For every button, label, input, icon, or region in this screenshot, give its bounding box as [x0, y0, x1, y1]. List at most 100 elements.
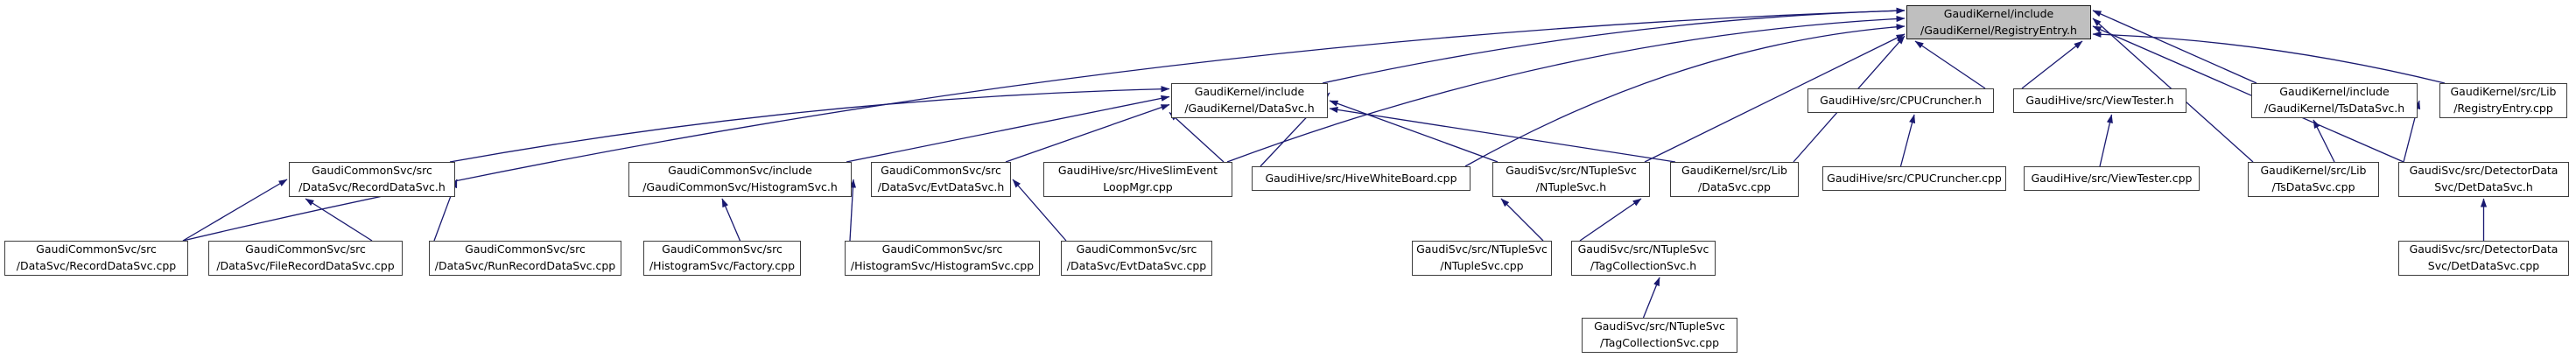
- edge-ntuplesvc_h-to-registryentry_h: [1644, 33, 1906, 163]
- node-label-line: GaudiCommonSvc/src: [465, 242, 586, 256]
- node-label-line: GaudiSvc/src/DetectorData: [2409, 242, 2558, 256]
- node-label-line: GaudiKernel/src/Lib: [1681, 164, 1787, 178]
- node-label-line: /DataSvc/EvtDataSvc.cpp: [1066, 259, 1207, 272]
- edge-factory_cpp-to-histogramsvc_h: [721, 198, 741, 242]
- node-label-line: /GaudiCommonSvc/HistogramSvc.h: [642, 180, 838, 193]
- edge-recorddatasvc_cpp-to-recorddatasvc_h: [182, 179, 288, 242]
- node-label-line: Svc/DetDataSvc.cpp: [2427, 259, 2540, 272]
- edge-evtdatasvc_cpp-to-evtdatasvc_h: [1012, 179, 1067, 242]
- node-label-line: /RegistryEntry.cpp: [2453, 102, 2553, 115]
- graph-node-ntuplesvc_cpp[interactable]: GaudiSvc/src/NTupleSvc/NTupleSvc.cpp: [1412, 241, 1552, 276]
- node-label-line: GaudiHive/src/ViewTester.cpp: [2031, 171, 2193, 185]
- edge-histogramsvc_cpp-to-histogramsvc_h: [849, 179, 857, 242]
- graph-node-datasvc_cpp[interactable]: GaudiKernel/src/Lib/DataSvc.cpp: [1670, 162, 1799, 197]
- edge-datasvc_h-to-registryentry_h: [1322, 7, 1906, 84]
- graph-node-datasvc_h[interactable]: GaudiKernel/include/GaudiKernel/DataSvc.…: [1171, 83, 1328, 118]
- node-label-line: /HistogramSvc/HistogramSvc.cpp: [850, 259, 1035, 272]
- node-label-line: /DataSvc/RecordDataSvc.cpp: [16, 259, 177, 272]
- graph-node-cpucruncher_cpp[interactable]: GaudiHive/src/CPUCruncher.cpp: [1822, 166, 2006, 191]
- node-label-line: /HistogramSvc/Factory.cpp: [649, 259, 796, 272]
- graph-node-histogramsvc_cpp[interactable]: GaudiCommonSvc/src/HistogramSvc/Histogra…: [845, 241, 1040, 276]
- edge-hiveslimeventloopmgr_cpp-to-registryentry_h: [1226, 15, 1906, 163]
- graph-node-evtdatasvc_h[interactable]: GaudiCommonSvc/src/DataSvc/EvtDataSvc.h: [871, 162, 1011, 197]
- node-label-line: GaudiCommonSvc/include: [668, 164, 812, 178]
- node-label-line: /TagCollectionSvc.h: [1590, 259, 1697, 272]
- graph-node-viewtester_h[interactable]: GaudiHive/src/ViewTester.h: [2013, 88, 2186, 113]
- node-label-line: GaudiHive/src/HiveWhiteBoard.cpp: [1265, 171, 1457, 185]
- graph-node-evtdatasvc_cpp[interactable]: GaudiCommonSvc/src/DataSvc/EvtDataSvc.cp…: [1061, 241, 1212, 276]
- node-label-line: /GaudiKernel/RegistryEntry.h: [1920, 23, 2077, 37]
- node-label-line: /DataSvc/RunRecordDataSvc.cpp: [434, 259, 616, 272]
- graph-node-filerecorddatasvc_cpp[interactable]: GaudiCommonSvc/src/DataSvc/FileRecordDat…: [208, 241, 403, 276]
- graph-node-recorddatasvc_h[interactable]: GaudiCommonSvc/src/DataSvc/RecordDataSvc…: [289, 162, 455, 197]
- graph-node-cpucruncher_h[interactable]: GaudiHive/src/CPUCruncher.h: [1807, 88, 1994, 113]
- node-label-line: /GaudiKernel/DataSvc.h: [1184, 102, 1315, 115]
- edge-viewtester_cpp-to-viewtester_h: [2099, 114, 2113, 167]
- node-label-line: /GaudiKernel/TsDataSvc.h: [2264, 102, 2405, 115]
- graph-node-registryentry_h[interactable]: GaudiKernel/include/GaudiKernel/Registry…: [1906, 5, 2091, 39]
- graph-node-viewtester_cpp[interactable]: GaudiHive/src/ViewTester.cpp: [2024, 166, 2200, 191]
- node-label-line: /TsDataSvc.cpp: [2271, 180, 2355, 193]
- node-label-line: /NTupleSvc.h: [1535, 180, 1607, 193]
- edge-ntuplesvc_h-to-datasvc_h: [1329, 100, 1499, 163]
- graph-node-runrecorddatasvc_cpp[interactable]: GaudiCommonSvc/src/DataSvc/RunRecordData…: [429, 241, 621, 276]
- node-label-line: /DataSvc/RecordDataSvc.h: [298, 180, 446, 193]
- edge-filerecorddatasvc_cpp-to-recorddatasvc_h: [305, 198, 373, 242]
- edge-hivewhiteboard_cpp-to-registryentry_h: [1464, 24, 1906, 167]
- graph-node-tagcollectionsvc_cpp[interactable]: GaudiSvc/src/NTupleSvc/TagCollectionSvc.…: [1582, 318, 1737, 353]
- edge-tsdatasvc_cpp-to-tsdatasvc_h: [2313, 119, 2335, 163]
- graph-node-histogramsvc_h[interactable]: GaudiCommonSvc/include/GaudiCommonSvc/Hi…: [628, 162, 852, 197]
- node-label-line: GaudiKernel/src/Lib: [2450, 85, 2557, 99]
- graph-node-hivewhiteboard_cpp[interactable]: GaudiHive/src/HiveWhiteBoard.cpp: [1252, 166, 1470, 191]
- node-label-line: GaudiKernel/include: [2279, 85, 2390, 99]
- edge-evtdatasvc_h-to-datasvc_h: [1005, 103, 1170, 163]
- edge-datasvc_cpp-to-datasvc_h: [1329, 106, 1676, 163]
- edge-histogramsvc_h-to-datasvc_h: [846, 95, 1170, 163]
- edge-tsdatasvc_h-to-registryentry_h: [2092, 10, 2257, 84]
- node-label-line: GaudiCommonSvc/src: [245, 242, 366, 256]
- edge-cpucruncher_cpp-to-cpucruncher_h: [1899, 114, 1916, 167]
- node-label-line: GaudiCommonSvc/src: [1076, 242, 1197, 256]
- node-label-line: GaudiKernel/include: [1943, 6, 2054, 20]
- node-label-line: GaudiSvc/src/NTupleSvc: [1506, 164, 1637, 178]
- graph-node-factory_cpp[interactable]: GaudiCommonSvc/src/HistogramSvc/Factory.…: [643, 241, 801, 276]
- node-label-line: /DataSvc/EvtDataSvc.h: [877, 180, 1005, 193]
- node-label-line: GaudiHive/src/CPUCruncher.cpp: [1827, 171, 2002, 185]
- edge-registryentry_cpp-to-registryentry_h: [2092, 31, 2446, 84]
- edge-hiveslimeventloopmgr_cpp-to-datasvc_h: [1169, 112, 1225, 163]
- node-label-line: GaudiSvc/src/NTupleSvc: [1577, 242, 1709, 256]
- node-label-line: /NTupleSvc.cpp: [1440, 259, 1524, 272]
- edge-cpucruncher_h-to-registryentry_h: [1914, 40, 1986, 89]
- node-label-line: GaudiHive/src/CPUCruncher.h: [1820, 93, 1982, 107]
- node-label-line: /DataSvc/FileRecordDataSvc.cpp: [216, 259, 395, 272]
- edge-tagcollectionsvc_h-to-ntuplesvc_h: [1579, 198, 1642, 242]
- node-label-line: /TagCollectionSvc.cpp: [1599, 336, 1720, 349]
- node-label-line: GaudiHive/src/ViewTester.h: [2025, 93, 2174, 107]
- edge-ntuplesvc_cpp-to-ntuplesvc_h: [1500, 198, 1544, 242]
- node-label-line: GaudiKernel/src/Lib: [2260, 164, 2367, 178]
- graph-node-tagcollectionsvc_h[interactable]: GaudiSvc/src/NTupleSvc/TagCollectionSvc.…: [1571, 241, 1716, 276]
- node-label-line: LoopMgr.cpp: [1103, 180, 1173, 193]
- node-label-line: GaudiHive/src/HiveSlimEvent: [1057, 164, 1218, 178]
- edge-viewtester_h-to-registryentry_h: [2021, 40, 2083, 89]
- node-label-line: GaudiKernel/include: [1194, 85, 1305, 99]
- graph-node-recorddatasvc_cpp[interactable]: GaudiCommonSvc/src/DataSvc/RecordDataSvc…: [4, 241, 188, 276]
- node-label-line: GaudiSvc/src/NTupleSvc: [1594, 319, 1725, 333]
- node-label-line: GaudiCommonSvc/src: [312, 164, 432, 178]
- node-label-line: GaudiCommonSvc/src: [881, 242, 1003, 256]
- graph-node-tsdatasvc_cpp[interactable]: GaudiKernel/src/Lib/TsDataSvc.cpp: [2248, 162, 2379, 197]
- edge-recorddatasvc_cpp-to-registryentry_h: [182, 7, 1906, 242]
- edge-detdatasvc_h-to-registryentry_h: [2092, 25, 2404, 163]
- node-label-line: GaudiSvc/src/DetectorData: [2409, 164, 2558, 178]
- node-label-line: /DataSvc.cpp: [1698, 180, 1771, 193]
- node-label-line: Svc/DetDataSvc.h: [2434, 180, 2533, 193]
- graph-node-registryentry_cpp[interactable]: GaudiKernel/src/Lib/RegistryEntry.cpp: [2439, 83, 2567, 118]
- node-label-line: GaudiCommonSvc/src: [881, 164, 1001, 178]
- graph-node-tsdatasvc_h[interactable]: GaudiKernel/include/GaudiKernel/TsDataSv…: [2251, 83, 2418, 118]
- graph-node-ntuplesvc_h[interactable]: GaudiSvc/src/NTupleSvc/NTupleSvc.h: [1492, 162, 1650, 197]
- node-label-line: GaudiCommonSvc/src: [36, 242, 157, 256]
